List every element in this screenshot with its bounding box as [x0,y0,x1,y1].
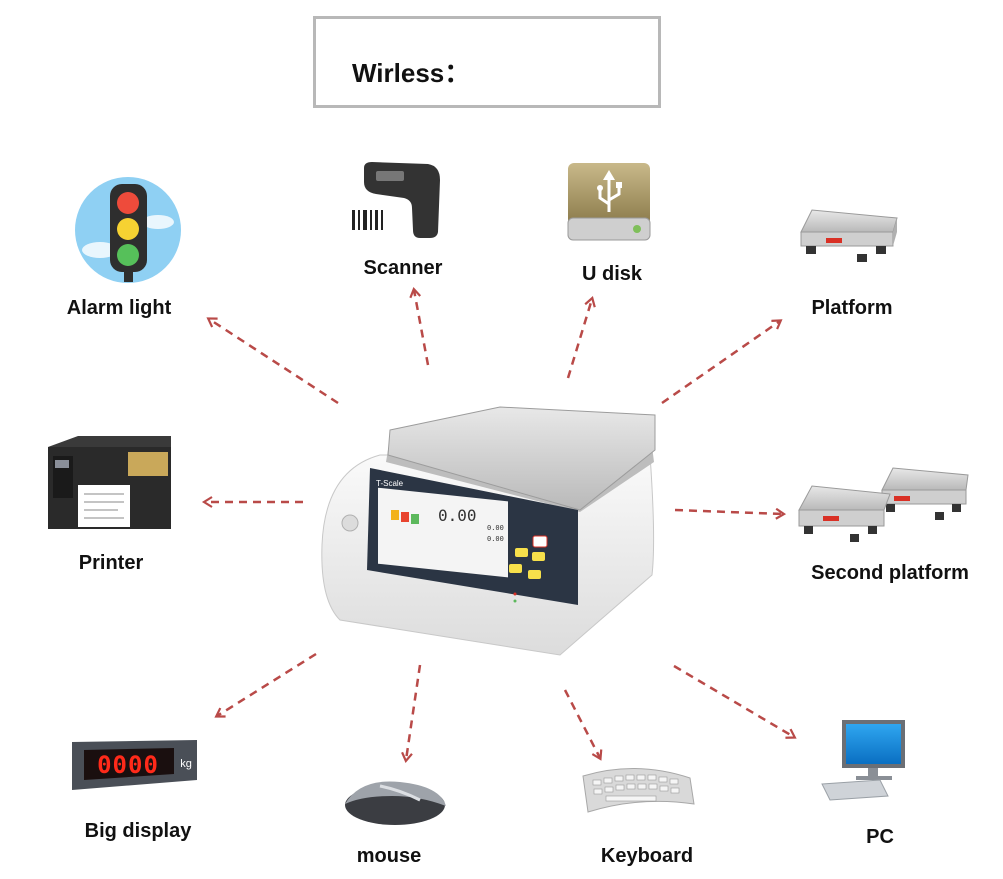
scale-value-2: 0.00 [487,535,504,543]
led-digits: 0000 [97,751,159,779]
dual-platform-icon [798,467,969,542]
barcode-scanner-icon [352,162,440,238]
connection-arrows [201,286,797,764]
label-big-display: Big display [84,820,192,842]
mouse-icon [345,781,446,825]
wireless-box: Wirless： [313,16,661,108]
traffic-light-icon [75,177,181,283]
monitor-icon [821,720,905,801]
label-mouse: mouse [356,845,422,867]
platform-scale-icon [800,209,898,262]
scale-brand: T-Scale [376,479,404,488]
keyboard-icon [582,767,695,813]
led-display-icon: 0000 kg [72,740,197,790]
label-printer-icon [48,436,171,529]
wireless-label: Wirless： [352,58,471,88]
label-second-platform: Second platform [811,562,969,584]
label-keyboard: Keyboard [600,845,694,867]
arrow-to-second-platform [674,507,787,520]
arrow-to-scanner [409,286,430,366]
arrow-to-alarm-light [206,317,339,405]
led-unit: kg [180,758,192,770]
arrow-to-platform [661,319,783,405]
arrow-to-mouse [401,664,422,764]
label-scanner: Scanner [363,257,443,279]
label-printer: Printer [78,552,144,574]
scale-main-value: 0.00 [438,506,477,525]
arrow-to-big-display [214,652,317,718]
arrow-to-u-disk [566,296,596,379]
label-u-disk: U disk [581,263,643,285]
arrow-to-keyboard [563,689,603,761]
label-alarm-light: Alarm light [66,297,172,319]
label-pc: PC [866,826,894,848]
usb-drive-icon [567,163,651,241]
scale-value-1: 0.00 [487,524,504,532]
arrow-to-pc [673,664,797,739]
weighing-scale: T-Scale 0.00 0.00 0.00 [321,406,656,656]
label-platform: Platform [811,297,893,319]
